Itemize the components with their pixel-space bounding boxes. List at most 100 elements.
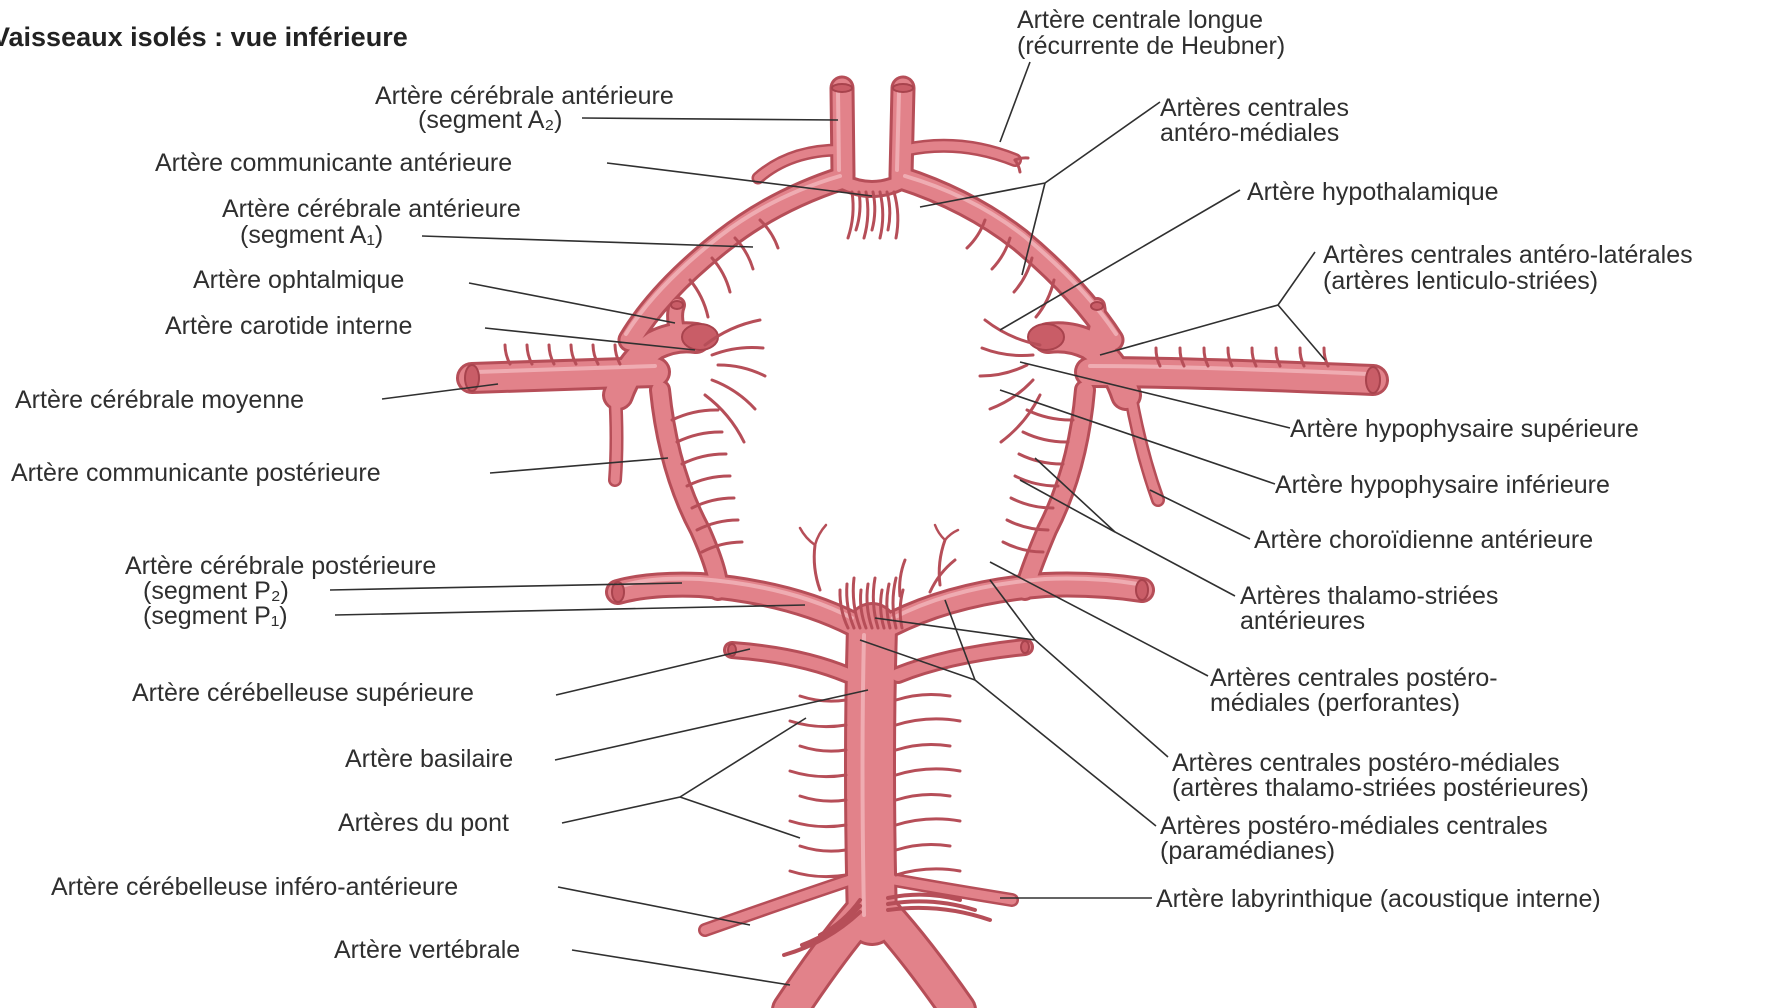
label-postmed2-line2: (artères thalamo-striées postérieures) [1172,774,1589,802]
perforating-branch [887,192,890,230]
perforating-branch [894,192,898,238]
right-ica-lumen [682,324,718,350]
perforating-branch [800,528,815,545]
perforating-branch [790,821,846,827]
perforating-branch [814,545,820,590]
perforating-branch [1027,410,1073,420]
label-postmed2-line1: Artères centrales postéro-médiales [1172,749,1560,777]
label-carotide: Artère carotide interne [165,312,412,340]
perforating-branch [848,192,853,238]
perforating-branch [1015,158,1028,160]
perforating-branch [687,476,730,486]
perforating-branch [896,869,960,875]
left-ophtalmique-end [1091,302,1103,310]
leader-choroid [1150,490,1250,539]
label-thalant-line1: Artères thalamo-striées [1240,582,1498,610]
perforating-branch [896,844,950,850]
label-aca-a1-line2: (segment A₁) [240,221,383,249]
perforating-branch [945,530,958,540]
label-antmed-line2: antéro-médiales [1160,119,1339,147]
perforating-branch [815,525,826,545]
label-hyposup: Artère hypophysaire supérieure [1290,415,1639,443]
perforating-branch [672,410,718,420]
label-aca-a2-line2: (segment A₂) [418,106,562,134]
perforating-branch [790,771,846,777]
leader-vertebrale [572,950,790,985]
right-labels: Artère centrale longue (récurrente de He… [1017,6,1693,913]
left-sca-end [1021,641,1029,653]
leader-heubner [1000,62,1030,142]
perforating-branch [677,432,722,442]
perforating-branch [992,238,1010,269]
left-a1-outline [901,178,1112,340]
label-acom: Artère communicante antérieure [155,149,512,177]
perforating-branch [682,454,726,464]
label-pca-p1: (segment P₁) [143,602,288,630]
left-ica-lumen [1028,324,1064,350]
label-labyr: Artère labyrinthique (acoustique interne… [1156,885,1601,913]
label-pca-line1: Artère cérébrale postérieure [125,552,436,580]
leader-paramed [945,600,1156,826]
diagram-title: Vaisseaux isolés : vue inférieure [0,22,408,52]
label-postmed-line2: médiales (perforantes) [1210,689,1460,717]
label-choroid: Artère choroïdienne antérieure [1254,526,1593,554]
perforating-branch [1023,432,1068,442]
right-aca-end [832,84,852,92]
perforating-branch [864,192,868,238]
leader-pca-p1 [335,605,805,615]
perforating-branch [1036,280,1054,317]
label-ophtalmique: Artère ophtalmique [193,266,404,294]
label-heubner-line2: (récurrente de Heubner) [1017,32,1285,60]
label-vertebrale: Artère vertébrale [334,936,520,964]
label-pca-p2: (segment P₂) [143,577,289,605]
perforating-branch [712,258,730,292]
right-ophtalmique-end [671,301,683,309]
perforating-branch [896,719,960,725]
perforating-branch [896,794,950,800]
label-paramed-line1: Artères postéro-médiales centrales [1160,812,1548,840]
leader-pont [562,718,806,823]
label-mca: Artère cérébrale moyenne [15,386,304,414]
perforating-branch [982,348,1033,356]
perforating-branch [980,365,1027,376]
label-thalant-line2: antérieures [1240,607,1365,635]
label-aica: Artère cérébelleuse inféro-antérieure [51,873,458,901]
label-heubner-line1: Artère centrale longue [1017,6,1263,34]
perforating-branch [800,846,846,851]
perforating-branch [896,744,950,750]
leader-aica [558,887,750,925]
label-hypothal: Artère hypothalamique [1247,178,1499,206]
right-a1-outline [630,178,843,340]
perforating-branch [705,395,744,442]
perforating-branch [800,796,846,801]
perforating-branch [896,819,960,825]
label-postmed-line1: Artères centrales postéro- [1210,664,1498,692]
label-antlat-line2: (artères lenticulo-striées) [1323,267,1598,295]
perforating-branch [735,238,753,269]
leader-sca [556,649,750,695]
perforating-branch [939,540,945,585]
perforating-branch [800,746,846,751]
label-basilaire: Artère basilaire [345,745,513,773]
perforating-branch [887,584,890,628]
leader-pont-2 [680,797,800,838]
perforating-branch [712,347,763,355]
perforating-branch [896,694,950,700]
arterial-circle-illustration [465,84,1380,1008]
perforating-branch [1011,498,1053,508]
label-pont: Artères du pont [338,809,509,837]
perforating-branch [856,192,860,230]
left-mca-end [1366,367,1380,393]
leader-aca-a2 [582,118,838,120]
perforating-branch [690,280,708,317]
perforating-branch [930,560,955,592]
perforating-branch [896,769,960,775]
label-pcom: Artère communicante postérieure [11,459,381,487]
perforating-branch [935,525,945,540]
label-paramed-line2: (paramédianes) [1160,837,1335,865]
leader-postmed2 [990,580,1168,757]
label-antlat-line1: Artères centrales antéro-latérales [1323,241,1693,269]
left-labels: Artère cérébrale antérieure (segment A₂)… [11,82,674,964]
left-pca-end [1136,580,1148,600]
